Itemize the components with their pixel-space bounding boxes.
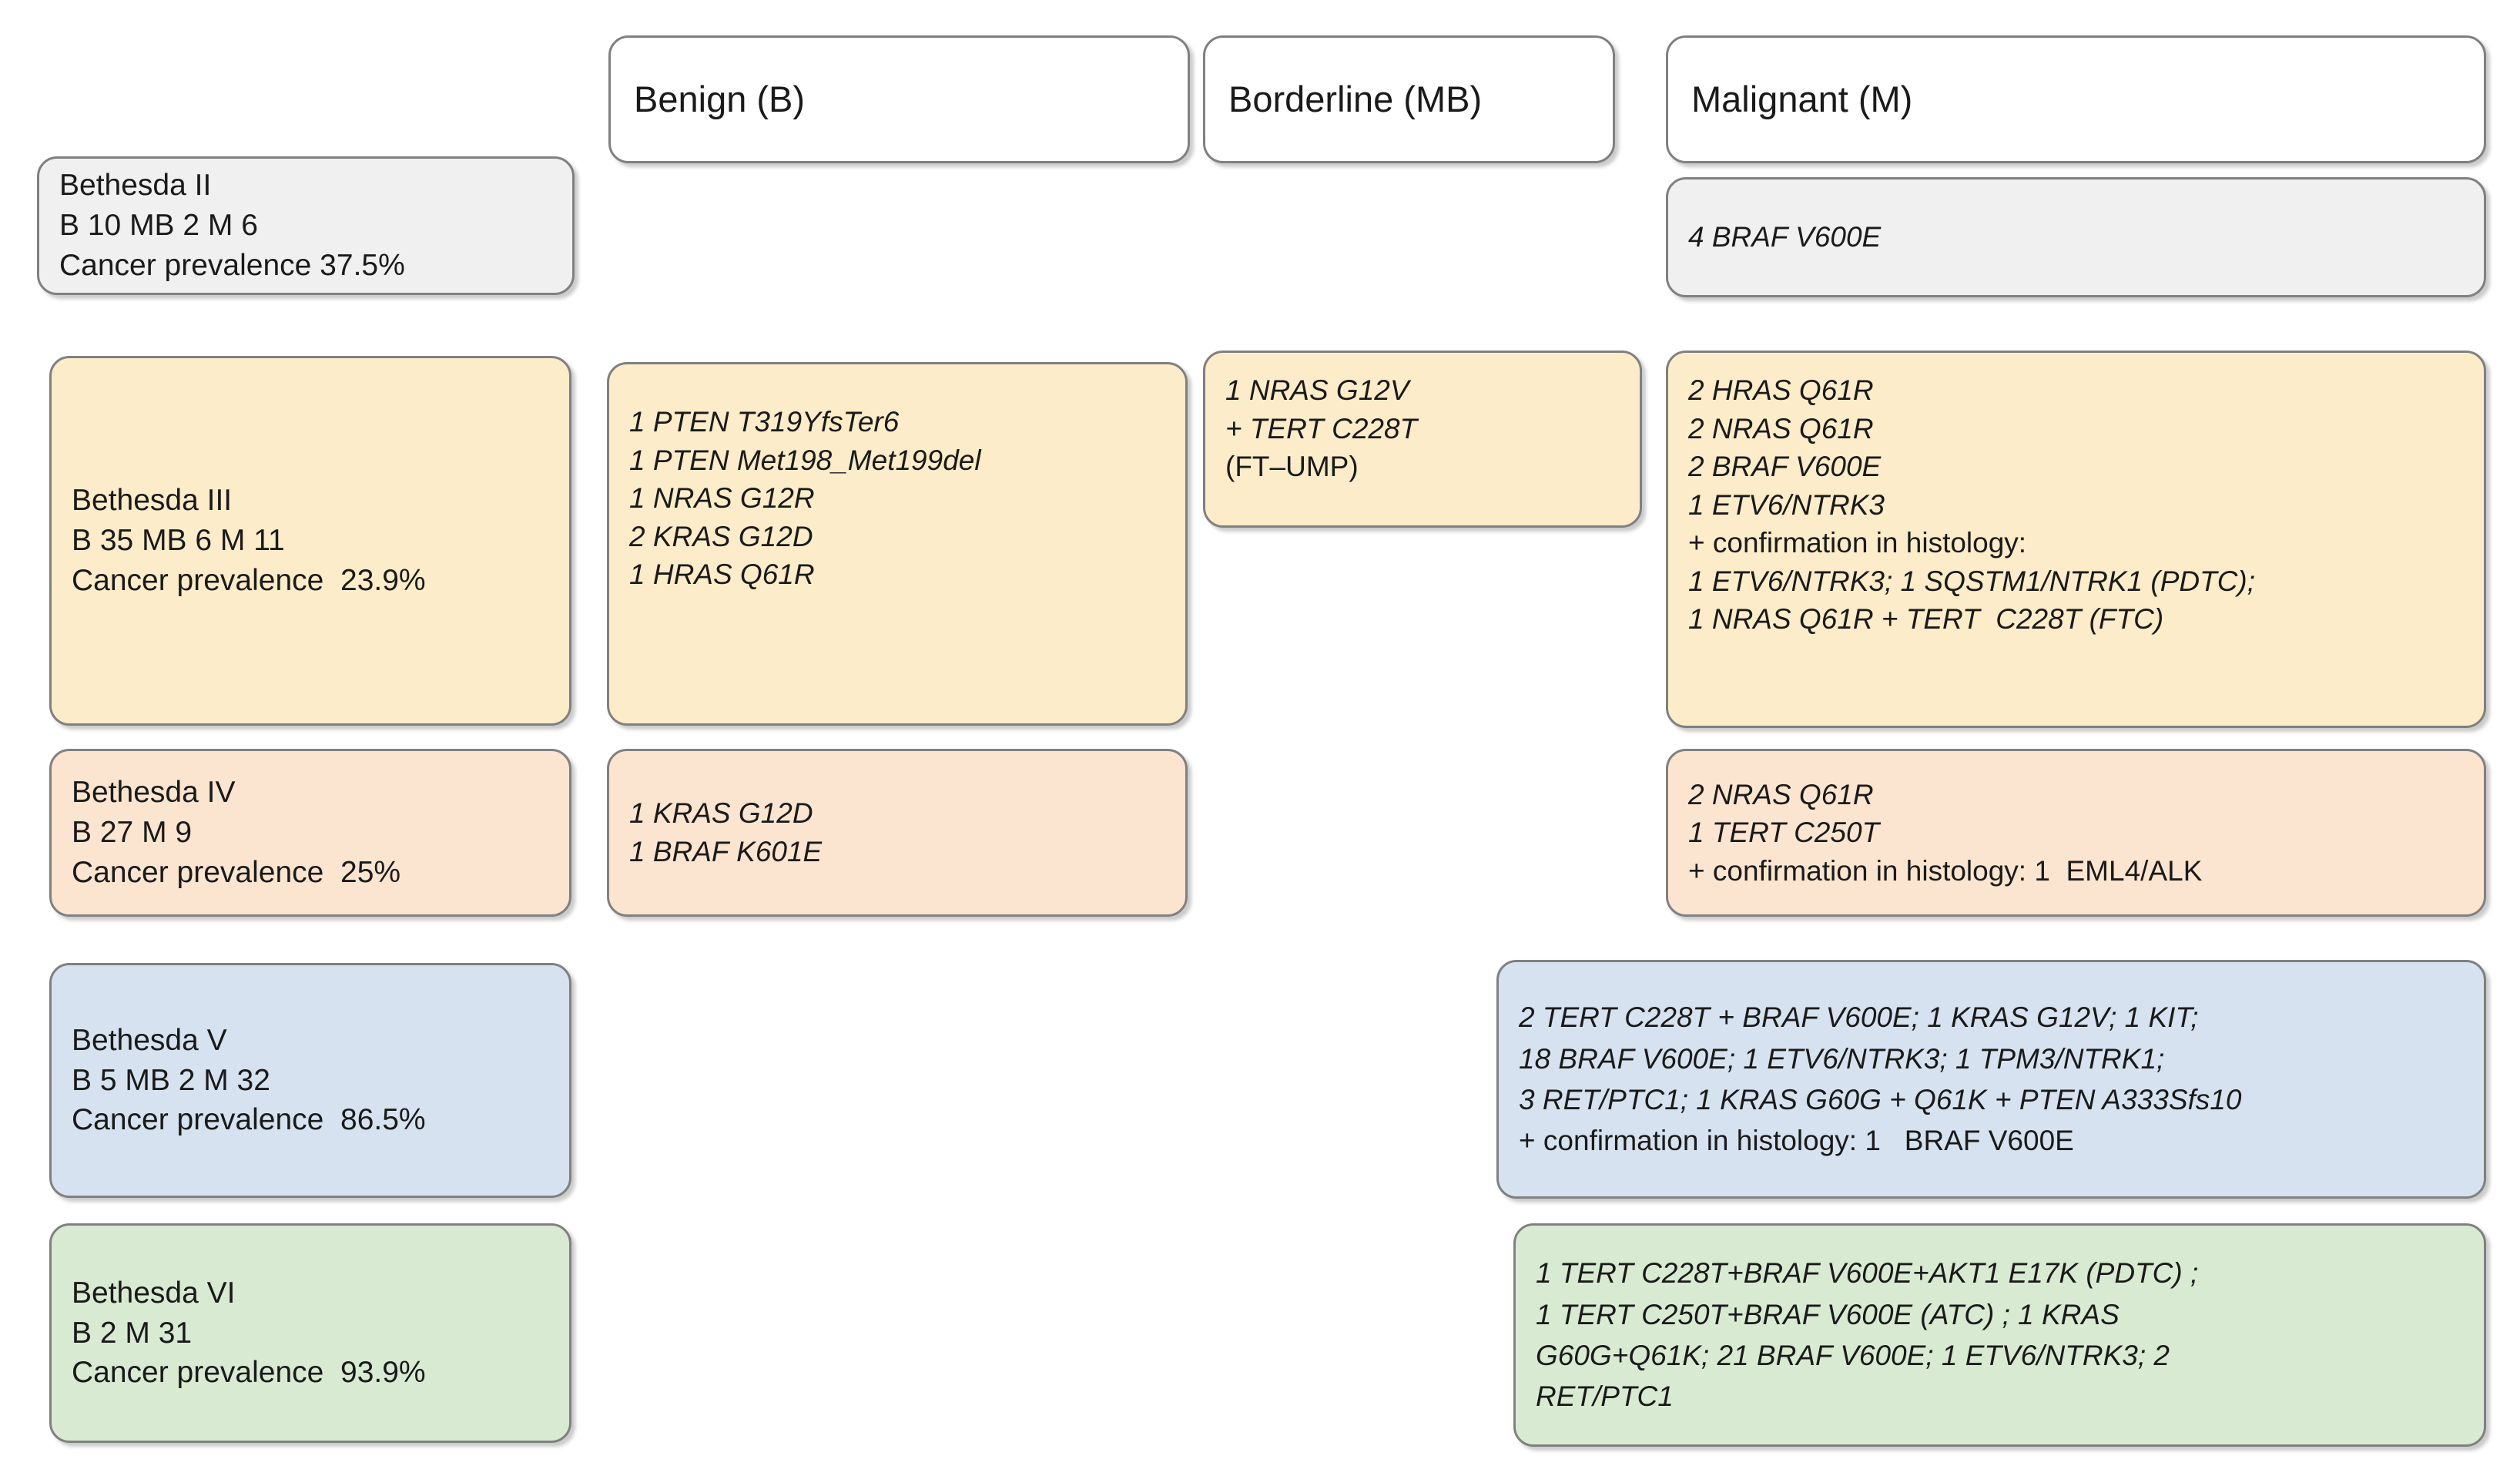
gene-line: 18 BRAF V600E; 1 ETV6/NTRK3; 1 TPM3/NTRK…: [1519, 1042, 2165, 1075]
gene-line: 3 RET/PTC1; 1 KRAS G60G + Q61K + PTEN A3…: [1519, 1084, 2242, 1115]
gene-line: 1 TERT C250T+BRAF V600E (ATC) ; 1 KRAS: [1536, 1298, 2120, 1330]
gene-line: 1 TERT C228T+BRAF V600E+AKT1 E17K (PDTC)…: [1536, 1257, 2199, 1290]
cell-bethesda-4-malignant: 2 NRAS Q61R 1 TERT C250T + confirmation …: [1666, 749, 2486, 917]
gene-line: 1 TERT C250T: [1688, 817, 1880, 849]
column-header-malignant-label: Malignant (M): [1691, 79, 1913, 120]
row-label-bethesda-3: Bethesda III B 35 MB 6 M 11 Cancer preva…: [49, 356, 571, 726]
cell-bethesda-5-malignant: 2 TERT C228T + BRAF V600E; 1 KRAS G12V; …: [1496, 960, 2486, 1199]
cell-bethesda-3-malignant: 2 HRAS Q61R 2 NRAS Q61R 2 BRAF V600E 1 E…: [1666, 351, 2486, 728]
bethesda-5-prevalence: Cancer prevalence 86.5%: [72, 1103, 426, 1137]
gene-line: + TERT C228T: [1225, 412, 1418, 444]
bethesda-4-prevalence: Cancer prevalence 25%: [72, 855, 401, 889]
bethesda-3-prevalence: Cancer prevalence 23.9%: [72, 563, 426, 597]
cell-bethesda-2-malignant: 4 BRAF V600E: [1666, 177, 2486, 297]
gene-line: 4 BRAF V600E: [1688, 221, 1882, 253]
bethesda-6-prevalence: Cancer prevalence 93.9%: [72, 1356, 426, 1390]
gene-line: 2 NRAS Q61R: [1688, 412, 1874, 444]
gene-line: 1 PTEN T319YfsTer6: [629, 406, 900, 438]
row-label-bethesda-4: Bethesda IV B 27 M 9 Cancer prevalence 2…: [49, 749, 571, 917]
gene-line: 2 HRAS Q61R: [1688, 374, 1874, 406]
gene-line: + confirmation in histology: 1 BRAF V600…: [1519, 1125, 2074, 1157]
row-label-bethesda-6: Bethesda VI B 2 M 31 Cancer prevalence 9…: [49, 1223, 571, 1443]
gene-line: (FT–UMP): [1225, 451, 1359, 483]
row-label-bethesda-5: Bethesda V B 5 MB 2 M 32 Cancer prevalen…: [49, 963, 571, 1198]
bethesda-6-category: Bethesda VI: [72, 1276, 236, 1310]
column-header-borderline-label: Borderline (MB): [1228, 79, 1483, 120]
gene-line: + confirmation in histology: 1 EML4/ALK: [1688, 854, 2203, 887]
gene-line: 2 TERT C228T + BRAF V600E; 1 KRAS G12V; …: [1519, 1001, 2199, 1034]
cell-bethesda-3-borderline: 1 NRAS G12V + TERT C228T (FT–UMP): [1203, 351, 1642, 528]
bethesda-2-counts: B 10 MB 2 M 6: [59, 209, 258, 243]
gene-line: 2 KRAS G12D: [629, 520, 813, 552]
column-header-malignant: Malignant (M): [1666, 35, 2486, 163]
bethesda-2-category: Bethesda II: [59, 169, 212, 203]
gene-line: 1 ETV6/NTRK3: [1688, 488, 1885, 521]
gene-line: 1 NRAS Q61R + TERT C228T (FTC): [1688, 603, 2164, 636]
gene-line: 1 ETV6/NTRK3; 1 SQSTM1/NTRK1 (PDTC);: [1688, 565, 2256, 597]
column-header-benign: Benign (B): [608, 35, 1190, 163]
cell-bethesda-6-malignant: 1 TERT C228T+BRAF V600E+AKT1 E17K (PDTC)…: [1513, 1223, 2486, 1447]
gene-line: 1 NRAS G12V: [1225, 374, 1409, 406]
bethesda-3-counts: B 35 MB 6 M 11: [72, 524, 285, 558]
bethesda-2-prevalence: Cancer prevalence 37.5%: [59, 248, 405, 282]
bethesda-5-counts: B 5 MB 2 M 32: [72, 1063, 270, 1097]
bethesda-6-counts: B 2 M 31: [72, 1316, 193, 1350]
gene-line: 1 BRAF K601E: [629, 836, 823, 867]
bethesda-5-category: Bethesda V: [72, 1023, 227, 1057]
gene-line: 2 NRAS Q61R: [1688, 778, 1874, 810]
gene-line: G60G+Q61K; 21 BRAF V600E; 1 ETV6/NTRK3; …: [1536, 1340, 2170, 1371]
cell-bethesda-4-benign: 1 KRAS G12D 1 BRAF K601E: [607, 749, 1188, 917]
bethesda-4-category: Bethesda IV: [72, 776, 236, 810]
gene-line: + confirmation in histology:: [1688, 527, 2027, 559]
bethesda-3-category: Bethesda III: [72, 484, 233, 518]
gene-line: 1 HRAS Q61R: [629, 559, 815, 591]
cell-bethesda-3-benign: 1 PTEN T319YfsTer6 1 PTEN Met198_Met199d…: [607, 362, 1188, 726]
row-label-bethesda-2: Bethesda II B 10 MB 2 M 6 Cancer prevale…: [37, 156, 575, 295]
gene-line: 2 BRAF V600E: [1688, 451, 1882, 483]
gene-line: 1 PTEN Met198_Met199del: [629, 444, 981, 476]
column-header-borderline: Borderline (MB): [1203, 35, 1615, 163]
bethesda-4-counts: B 27 M 9: [72, 816, 193, 850]
gene-line: 1 NRAS G12R: [629, 482, 815, 515]
gene-line: 1 KRAS G12D: [629, 797, 813, 830]
column-header-benign-label: Benign (B): [634, 79, 806, 120]
gene-line: RET/PTC1: [1536, 1380, 1674, 1413]
